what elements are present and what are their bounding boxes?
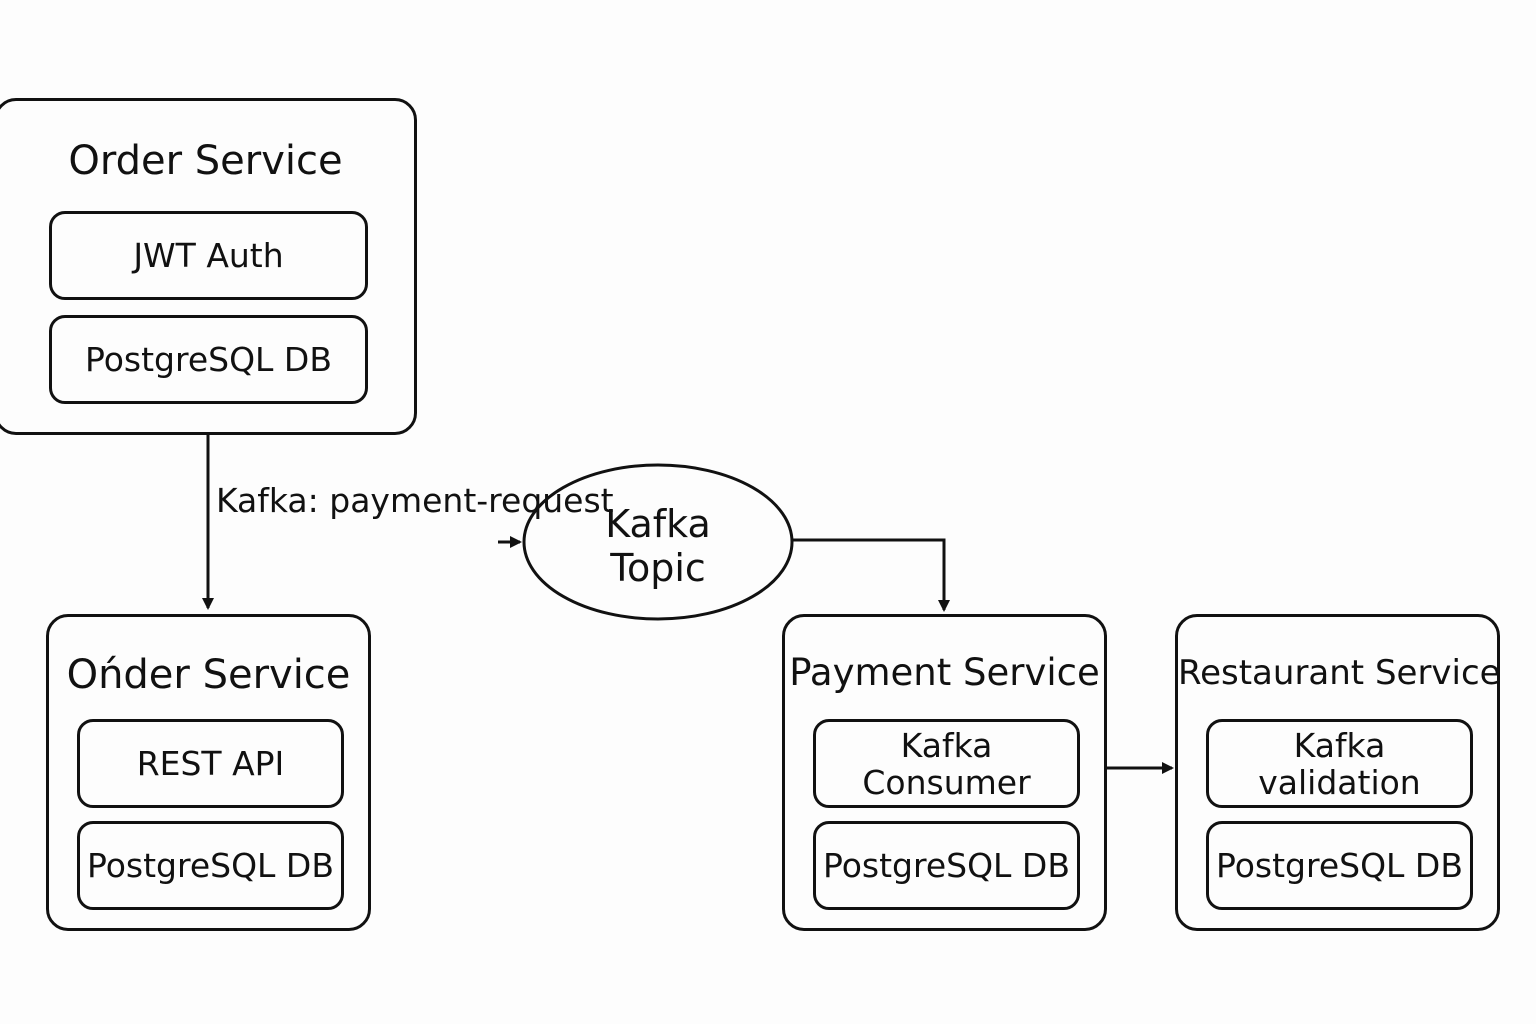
payment-service-box: Payment Service Kafka Consumer PostgreSQ… [782,614,1107,931]
order-service-top-title: Order Service [68,138,343,184]
arrow-topic-to-payment [792,538,950,612]
restaurant-service-title: Restaurant Service [1178,653,1501,693]
order-service-bottom-box: Ońder Service REST API PostgreSQL DB [46,614,371,931]
payment-service-title: Payment Service [789,651,1100,694]
restaurant-service-box: Restaurant Service Kafka validation Post… [1175,614,1501,931]
postgresql-db-component: PostgreSQL DB [1206,821,1473,910]
rest-api-component: REST API [77,719,344,808]
kafka-topic-shape [522,463,794,621]
postgresql-db-component: PostgreSQL DB [77,821,344,910]
edge-label-payment-request: Kafka: payment-request [216,481,614,520]
postgresql-db-component: PostgreSQL DB [49,315,368,404]
kafka-consumer-component: Kafka Consumer [813,719,1080,808]
order-service-top-box: Order Service JWT Auth PostgreSQL DB [0,98,417,435]
kafka-topic-label: Kafka Topic [605,502,711,590]
jwt-auth-component: JWT Auth [49,211,368,300]
kafka-validation-component: Kafka validation [1206,719,1473,808]
postgresql-db-component: PostgreSQL DB [813,821,1080,910]
order-service-bottom-title: Ońder Service [66,652,351,698]
